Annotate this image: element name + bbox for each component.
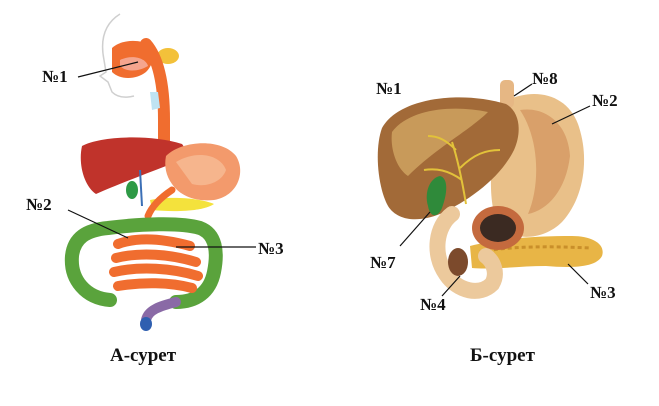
label-b-4: №4: [420, 295, 446, 314]
gallbladder-b: [426, 176, 447, 216]
pointer-b-4: [441, 275, 461, 297]
label-b-7: №7: [370, 253, 396, 272]
label-a-3: №3: [258, 239, 284, 258]
label-a-1: №1: [42, 67, 68, 86]
pointer-b-2: [551, 105, 591, 125]
caption-b: Б-сурет: [470, 345, 535, 366]
stomach-inner: [176, 155, 226, 186]
liver-b-highlight: [391, 108, 488, 176]
label-b-1: №1: [376, 79, 402, 98]
duodenum: [144, 186, 176, 220]
label-b-3: №3: [590, 283, 616, 302]
esophagus-b: [500, 80, 514, 108]
large-intestine: [64, 217, 223, 309]
pointer-a-2: [67, 209, 129, 239]
small-intestine: [109, 234, 203, 293]
esophagus: [140, 38, 170, 166]
duodenum-mucosa-b: [480, 214, 516, 242]
duodenum-section-small-b: [448, 248, 468, 276]
anus: [140, 317, 152, 331]
head-outline: [98, 13, 135, 98]
duodenum-b: [429, 206, 503, 299]
gallbladder: [126, 181, 138, 199]
label-a-2: №2: [26, 195, 52, 214]
caption-a: А-сурет: [110, 345, 177, 366]
thyroid-gland: [150, 92, 160, 110]
bile-duct: [139, 169, 143, 207]
tongue: [120, 57, 148, 71]
label-b-8: №8: [532, 69, 558, 88]
pointer-b-7: [399, 211, 431, 247]
pointer-b-3: [567, 263, 589, 285]
stomach-b-shade: [520, 109, 570, 214]
salivary-gland: [157, 48, 179, 64]
label-b-2: №2: [592, 91, 618, 110]
hepatic-veins: [423, 135, 501, 205]
pancreas: [150, 197, 214, 212]
pointer-b-8: [513, 83, 533, 97]
pointer-a-1: [77, 61, 139, 78]
liver: [80, 137, 185, 194]
